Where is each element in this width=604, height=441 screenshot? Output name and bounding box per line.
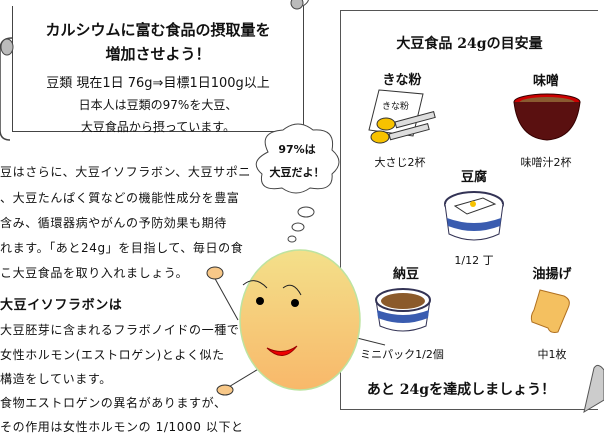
guide-footer: あと 24gを達成しましょう！ — [366, 382, 556, 398]
kinako-spoons-image — [368, 89, 436, 144]
title-scroll-banner: カルシウムに富む食品の摂取量を 増加させよう！ 豆類 現在1日 76g⇒目標1日… — [12, 6, 304, 134]
paragraph-line: その作用は女性ホルモンの 1/1000 以下と — [0, 420, 244, 434]
miso-amount: 味噌汁2杯 — [520, 156, 572, 169]
paragraph-line: 構造をしています。 — [0, 372, 112, 386]
paragraph-line: れます。「あと24g」を目指して、毎日の食 — [0, 241, 244, 255]
paragraph-line: こ大豆食品を取り入れましょう。 — [0, 266, 189, 280]
banner-target: 豆類 現在1日 76g⇒目標1日100g以上 — [46, 76, 270, 91]
aburaage-label: 油揚げ — [532, 267, 572, 282]
banner-title-line2: 増加させよう！ — [105, 45, 211, 63]
miso-label: 味噌 — [532, 74, 559, 89]
isoflavone-heading: 大豆イソフラボンは — [0, 298, 123, 313]
natto-label: 納豆 — [392, 267, 419, 282]
guide-title: 大豆食品 24gの目安量 — [396, 36, 543, 52]
scroll-curl-decoration — [0, 0, 309, 141]
banner-note-line1: 日本人は豆類の97%を大豆、 — [78, 98, 238, 112]
aburaage-image — [530, 289, 570, 333]
thought-bubble — [255, 123, 340, 243]
paragraph-line: 大豆胚芽に含まれるフラボノイドの一種で — [0, 323, 240, 337]
natto-bowl-image — [375, 288, 431, 332]
natto-amount: ミニパック1/2個 — [360, 348, 444, 361]
kinako-label: きな粉 — [382, 73, 422, 88]
tofu-amount: 1/12 丁 — [454, 254, 494, 267]
tofu-bowl-image — [444, 191, 504, 241]
miso-soup-image — [513, 93, 581, 141]
paragraph-line: 食物エストロゲンの異名がありますが、 — [0, 396, 227, 410]
paragraph-line: 女性ホルモン(エストロゲン)とよく似た — [0, 348, 225, 362]
tofu-label: 豆腐 — [460, 170, 487, 185]
paragraph-line: 、大豆たんぱく質などの機能性成分を豊富 — [0, 191, 240, 205]
aburaage-amount: 中1枚 — [537, 348, 567, 361]
banner-note-line2: 大豆食品から摂っています。 — [80, 120, 236, 134]
bubble-line2: 大豆だよ！ — [269, 166, 325, 179]
soybean-character — [206, 249, 386, 396]
banner-title-line1: カルシウムに富む食品の摂取量を — [45, 21, 271, 39]
kinako-package-text: きな粉 — [382, 102, 410, 112]
bubble-line1: 97%は — [278, 143, 316, 156]
paragraph-line: 含み、循環器病やがんの予防効果も期待 — [0, 216, 227, 230]
paragraph-line: 豆はさらに、大豆イソフラボン、大豆サポニ — [0, 165, 251, 179]
page-curl-decoration — [583, 364, 604, 414]
kinako-amount: 大さじ2杯 — [374, 156, 426, 169]
